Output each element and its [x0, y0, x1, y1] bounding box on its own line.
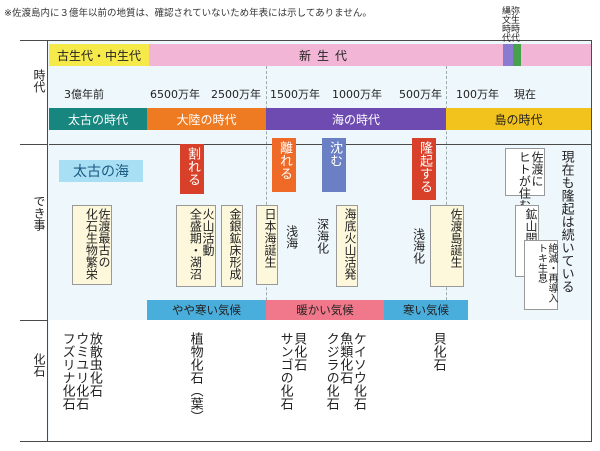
- tick-label: 1500万年: [270, 88, 320, 101]
- tick-label: 6500万年: [150, 88, 200, 101]
- era-cenozoic: 新生代: [149, 44, 503, 66]
- row-label-events-cell: でき事: [20, 144, 48, 320]
- event-toki: 絶滅・再導入 トキ生息: [524, 240, 558, 310]
- era-jomon-marker: [503, 44, 513, 66]
- period-island: 島の時代: [446, 108, 591, 130]
- period-continent: 大陸の時代: [147, 108, 266, 130]
- climate-slightly-cold: やや寒い気候: [147, 300, 266, 320]
- tick-label: 1000万年: [332, 88, 382, 101]
- event-still-rising: 現在も隆起は続いている: [558, 150, 574, 293]
- event-separate-tag: 離れる: [272, 138, 296, 192]
- fossil-group-continent: 植物化石（葉）: [187, 332, 203, 423]
- climate-warm: 暖かい気候: [266, 300, 384, 320]
- tick-label: 現在: [514, 88, 536, 101]
- era-paleo-mesozoic: 古生代・中生代: [49, 44, 149, 66]
- event-humans: 佐渡に ヒトが住む: [505, 148, 545, 211]
- tick-label: 100万年: [456, 88, 499, 101]
- era-jomon-yayoi-label: 弥生時代 縄文時代: [500, 6, 519, 42]
- fossil-group-ancient: 放散虫化石 ウミユリ化石 フズリナ化石: [59, 332, 102, 410]
- event-sado-birth: 佐渡島誕生: [430, 205, 464, 287]
- row-label-fossils: 化石: [32, 353, 46, 377]
- row-divider: [49, 144, 591, 145]
- tick-label: 3億年前: [64, 88, 104, 101]
- row-label-fossils-cell: 化石: [20, 320, 48, 441]
- event-submarine-volcano: 海底火山活発: [336, 205, 358, 287]
- event-volcano: 火山活動 全盛期・湖沼: [176, 205, 216, 287]
- event-oldest-fossil: 佐渡最古の 化石生物繁栄: [72, 205, 112, 285]
- row-label-period-cell: 時代: [20, 41, 48, 144]
- climate-cold: 寒い気候: [384, 300, 468, 320]
- event-gold-silver: 金銀鉱床形成: [221, 205, 243, 287]
- row-label-events: でき事: [32, 195, 46, 231]
- event-sink-tag: 沈む: [322, 138, 346, 192]
- event-uplift-tag: 隆起する: [412, 138, 436, 200]
- era-yayoi-marker: [513, 44, 521, 66]
- footnote: ※佐渡島内に３億年以前の地質は、確認されていないため年表には示してありません。: [4, 8, 372, 19]
- event-shallow-again: 浅海化: [411, 228, 426, 264]
- event-sea-of-japan: 日本海誕生: [256, 205, 278, 285]
- fossil-group-sea-1: 貝化石 サンゴの化石: [277, 332, 307, 410]
- tick-label: 500万年: [399, 88, 442, 101]
- fossil-group-island: 貝化石: [430, 332, 446, 371]
- event-shallow-sea: 浅海: [284, 225, 299, 249]
- era-cenozoic-tail: [521, 44, 591, 66]
- fossil-row-background: [49, 320, 591, 441]
- row-label-period: 時代: [32, 69, 46, 93]
- period-sea: 海の時代: [266, 108, 446, 130]
- tick-label: 2500万年: [211, 88, 261, 101]
- fossil-group-sea-2: ケイソウ化石 魚類化石 クジラの化石: [323, 332, 366, 410]
- event-ancient-sea: 太古の海: [59, 160, 143, 182]
- event-split-tag: 割れる: [180, 144, 204, 194]
- event-deep-sea: 深海化: [315, 218, 330, 254]
- period-ancient: 太古の時代: [49, 108, 147, 130]
